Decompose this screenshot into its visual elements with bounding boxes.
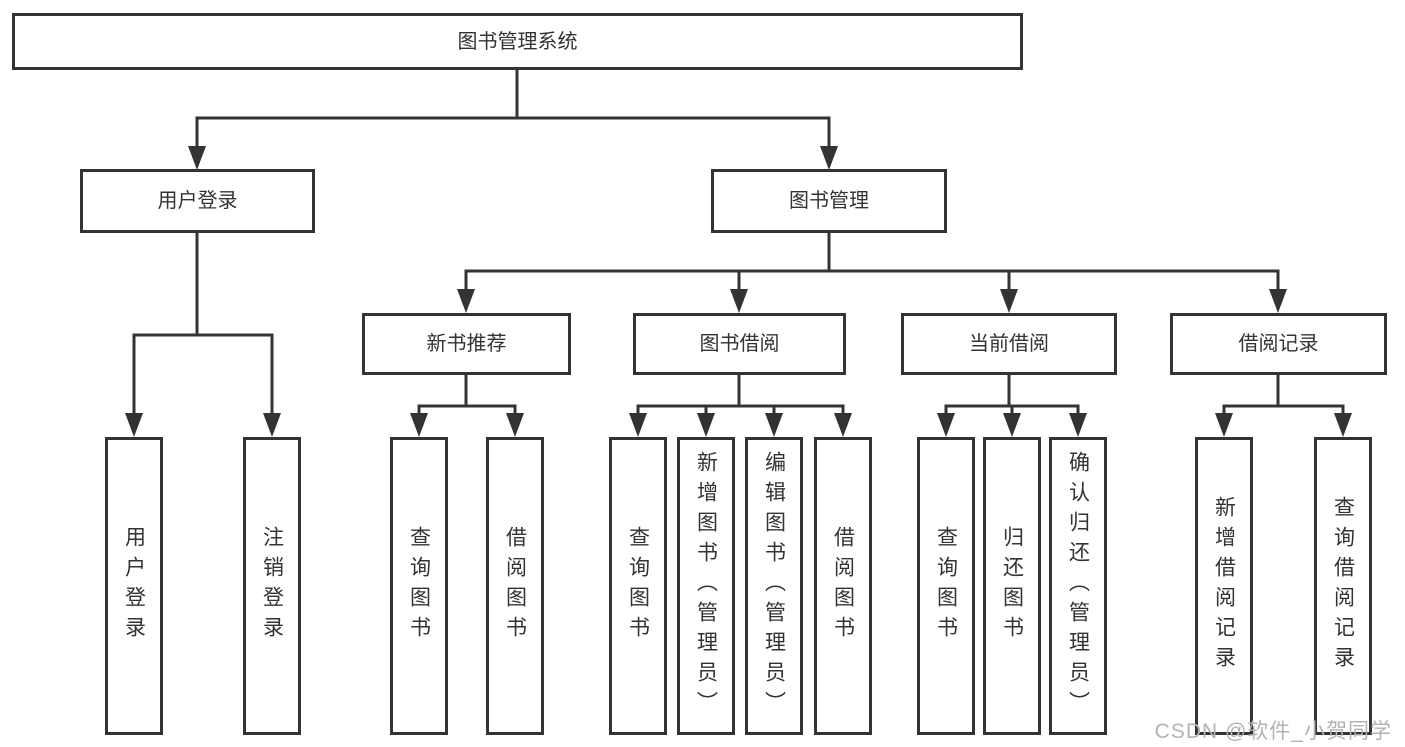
connector-book-management-lines	[464, 233, 1280, 292]
leaf-borrow-books: 借阅图书	[814, 437, 872, 735]
leaf-confirm-return-admin: 确认归还（管理员）	[1049, 437, 1107, 735]
connector-user-login-lines	[132, 233, 274, 416]
csdn-watermark: CSDN @软件_小贺同学	[1154, 720, 1392, 743]
connector-root-arrows	[188, 146, 838, 170]
connector-user-login-arrows	[125, 413, 281, 437]
connector-book-management-arrows	[457, 289, 1287, 313]
leaf-add-borrow-record: 新增借阅记录	[1195, 437, 1253, 735]
node-book-borrowing: 图书借阅	[633, 313, 846, 375]
connector-new-book-arrows	[410, 413, 524, 437]
connector-current-borrow-arrows	[937, 413, 1087, 437]
node-user-login: 用户登录	[80, 169, 315, 233]
connector-borrow-record-lines	[1222, 375, 1345, 416]
connector-new-book-lines	[417, 375, 517, 416]
connector-book-borrow-arrows	[629, 413, 852, 437]
leaf-user-login: 用户登录	[105, 437, 163, 735]
connector-current-borrow-lines	[944, 375, 1080, 416]
leaf-logout: 注销登录	[243, 437, 301, 735]
connector-book-borrow-lines	[636, 375, 845, 416]
connector-root-lines	[195, 68, 831, 150]
node-borrowing-records: 借阅记录	[1170, 313, 1387, 375]
leaf-query-books-current: 查询图书	[917, 437, 975, 735]
node-new-book-recommendation: 新书推荐	[362, 313, 571, 375]
leaf-return-books: 归还图书	[983, 437, 1041, 735]
leaf-query-books-recommend: 查询图书	[390, 437, 448, 735]
leaf-borrow-books-recommend: 借阅图书	[486, 437, 544, 735]
node-current-borrowing: 当前借阅	[901, 313, 1117, 375]
leaf-edit-books-admin: 编辑图书（管理员）	[745, 437, 803, 735]
leaf-add-books-admin: 新增图书（管理员）	[677, 437, 735, 735]
node-book-management: 图书管理	[711, 169, 947, 233]
node-library-management-system: 图书管理系统	[12, 13, 1023, 70]
leaf-query-books-borrow: 查询图书	[609, 437, 667, 735]
leaf-query-borrow-record: 查询借阅记录	[1314, 437, 1372, 735]
connector-borrow-record-arrows	[1215, 413, 1352, 437]
